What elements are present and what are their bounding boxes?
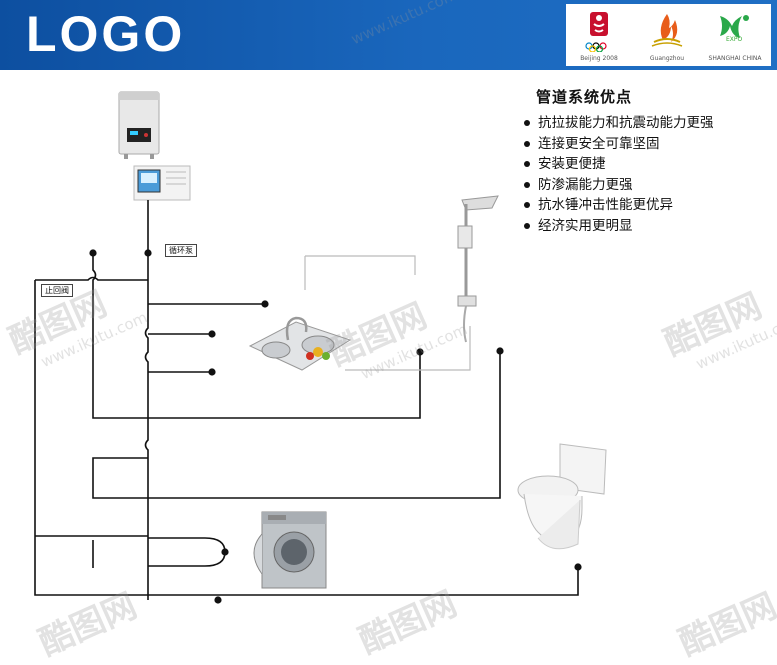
advantages-list: 抗拉拔能力和抗震动能力更强 连接更安全可靠坚固 安装更便捷 防渗漏能力更强 抗水…: [520, 113, 770, 236]
header-banner: LOGO Beijing 2008 Guangzhou: [0, 0, 777, 70]
emblem-strip: Beijing 2008 Guangzhou EXPO SHANGHAI CHI…: [566, 4, 771, 66]
advantage-item: 抗拉拔能力和抗震动能力更强: [520, 113, 770, 134]
kitchen-sink: [248, 316, 352, 371]
logo: LOGO: [26, 6, 186, 62]
toilet: [517, 443, 607, 550]
check-valve-label: 止回阀: [41, 284, 73, 297]
junction-dots: [89, 249, 582, 604]
pump-control-unit: [133, 165, 191, 201]
advantage-item: 连接更安全可靠坚固: [520, 134, 770, 155]
expo-shanghai-emblem: EXPO SHANGHAI CHINA: [706, 8, 764, 62]
piping-diagram: [34, 91, 607, 604]
advantage-item: 经济实用更明显: [520, 216, 770, 237]
guangzhou-emblem: Guangzhou: [638, 8, 696, 62]
shower-set: [457, 195, 499, 343]
advantages-panel: 管道系统优点 抗拉拔能力和抗震动能力更强 连接更安全可靠坚固 安装更便捷 防渗漏…: [520, 86, 770, 236]
pump-label: 循环泵: [165, 244, 197, 257]
washing-machine: [253, 511, 327, 589]
advantage-item: 安装更便捷: [520, 154, 770, 175]
beijing-2008-emblem: Beijing 2008: [570, 8, 628, 62]
pipe-network: [34, 200, 579, 600]
advantages-title: 管道系统优点: [536, 88, 633, 106]
advantage-item: 防渗漏能力更强: [520, 175, 770, 196]
advantage-item: 抗水锤冲击性能更优异: [520, 195, 770, 216]
water-heater: [118, 91, 160, 159]
